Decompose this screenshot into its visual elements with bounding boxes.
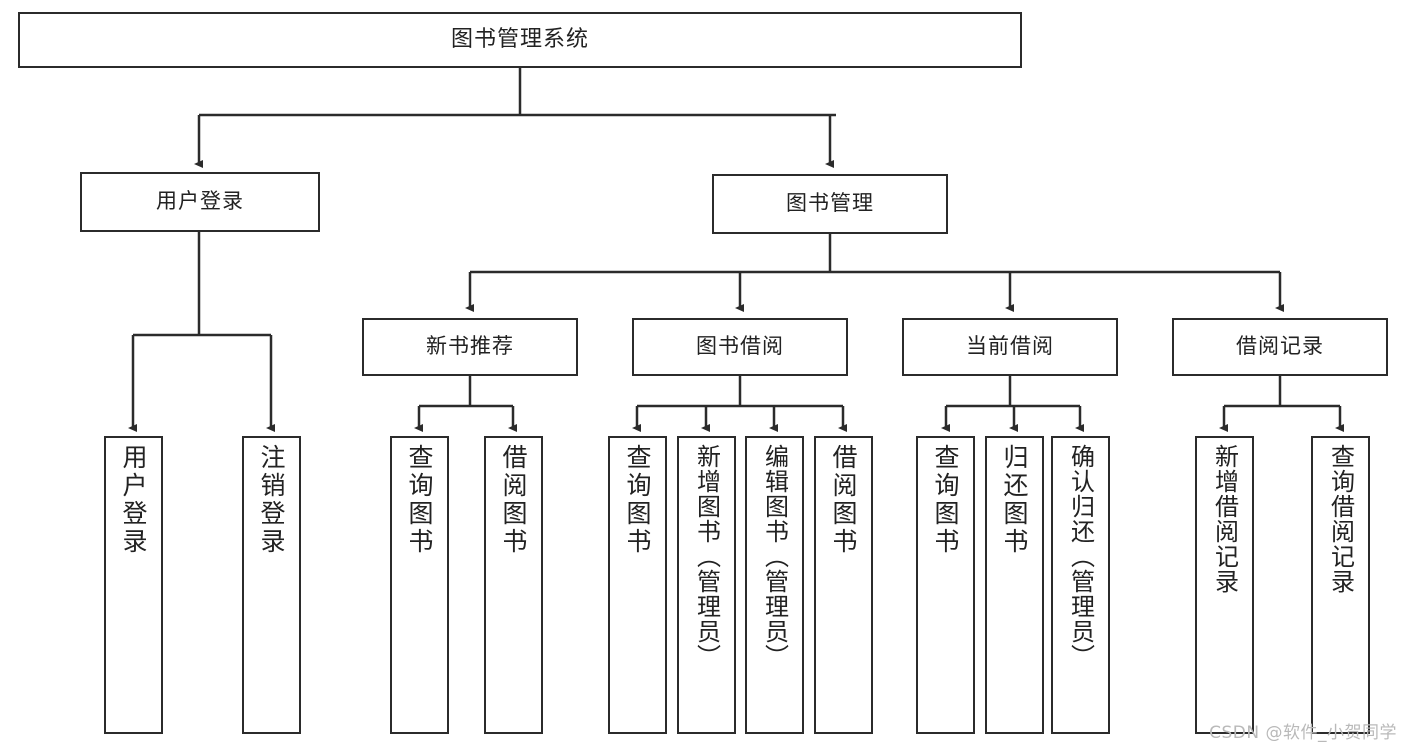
leaf-current-borrow-query[interactable]: 查询图书 [916,436,975,734]
leaf-borrow-record-add[interactable]: 新增借阅记录 [1195,436,1254,734]
node-book-management[interactable]: 图书管理 [712,174,948,234]
node-borrow-record[interactable]: 借阅记录 [1172,318,1388,376]
leaf-user-login-logout[interactable]: 注销登录 [242,436,301,734]
node-current-borrow[interactable]: 当前借阅 [902,318,1118,376]
leaf-book-borrow-edit-label: 编辑图书（管理员） [760,444,789,669]
node-book-management-label: 图书管理 [786,191,874,216]
leaf-user-login-login[interactable]: 用户登录 [104,436,163,734]
leaf-current-borrow-return-label: 归还图书 [1000,444,1029,556]
leaf-new-book-borrow-label: 借阅图书 [499,444,528,556]
leaf-user-login-logout-label: 注销登录 [257,444,286,556]
leaf-current-borrow-confirm-label: 确认归还（管理员） [1066,444,1095,669]
csdn-watermark: CSDN @软件_小贺同学 [1209,723,1397,743]
node-user-login-label: 用户登录 [156,189,244,214]
leaf-book-borrow-query[interactable]: 查询图书 [608,436,667,734]
node-current-borrow-label: 当前借阅 [966,334,1054,359]
node-user-login[interactable]: 用户登录 [80,172,320,232]
node-new-book-recommend[interactable]: 新书推荐 [362,318,578,376]
leaf-new-book-query[interactable]: 查询图书 [390,436,449,734]
node-root-label: 图书管理系统 [450,26,589,52]
node-book-borrow-label: 图书借阅 [696,334,784,359]
leaf-current-borrow-return[interactable]: 归还图书 [985,436,1044,734]
leaf-new-book-borrow[interactable]: 借阅图书 [484,436,543,734]
node-borrow-record-label: 借阅记录 [1236,334,1324,359]
leaf-borrow-record-query-label: 查询借阅记录 [1326,444,1355,594]
leaf-book-borrow-edit[interactable]: 编辑图书（管理员） [745,436,804,734]
node-book-borrow[interactable]: 图书借阅 [632,318,848,376]
leaf-borrow-record-query[interactable]: 查询借阅记录 [1311,436,1370,734]
leaf-book-borrow-add-label: 新增图书（管理员） [692,444,721,669]
leaf-borrow-record-add-label: 新增借阅记录 [1210,444,1239,594]
leaf-book-borrow-borrow-label: 借阅图书 [829,444,858,556]
leaf-current-borrow-query-label: 查询图书 [931,444,960,556]
leaf-user-login-login-label: 用户登录 [119,444,148,556]
leaf-new-book-query-label: 查询图书 [405,444,434,556]
leaf-current-borrow-confirm[interactable]: 确认归还（管理员） [1051,436,1110,734]
leaf-book-borrow-borrow[interactable]: 借阅图书 [814,436,873,734]
leaf-book-borrow-query-label: 查询图书 [623,444,652,556]
leaf-book-borrow-add[interactable]: 新增图书（管理员） [677,436,736,734]
node-new-book-recommend-label: 新书推荐 [426,334,514,359]
node-root[interactable]: 图书管理系统 [18,12,1022,68]
